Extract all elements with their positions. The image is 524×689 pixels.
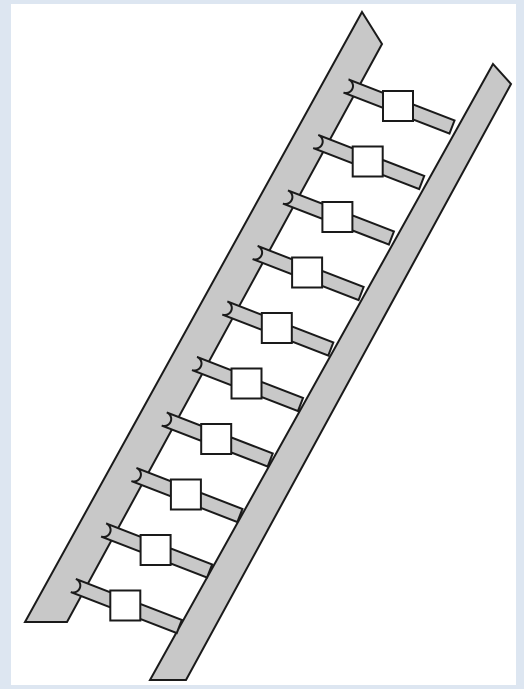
ladder-rung — [101, 523, 212, 577]
ladder-rung — [131, 468, 242, 522]
blank-label-box — [383, 91, 413, 121]
ladder-rung — [71, 579, 182, 633]
ladder-rung — [192, 357, 303, 411]
ladder-rung — [343, 79, 454, 133]
blank-label-box — [322, 202, 352, 232]
blank-label-box — [292, 258, 322, 288]
blank-label-box — [232, 369, 262, 399]
rungs-layer — [71, 79, 455, 633]
ladder-rung — [253, 246, 364, 300]
blank-label-box — [262, 313, 292, 343]
ladder-rung — [283, 190, 394, 244]
ladder-rung — [162, 412, 273, 466]
blank-label-box — [110, 591, 140, 621]
ladder-rung — [313, 135, 424, 189]
blank-label-box — [141, 535, 171, 565]
blank-label-box — [353, 147, 383, 177]
ladder-left-rail — [25, 12, 382, 622]
blank-label-box — [201, 424, 231, 454]
blank-label-box — [171, 480, 201, 510]
ladder-rung — [222, 301, 333, 355]
